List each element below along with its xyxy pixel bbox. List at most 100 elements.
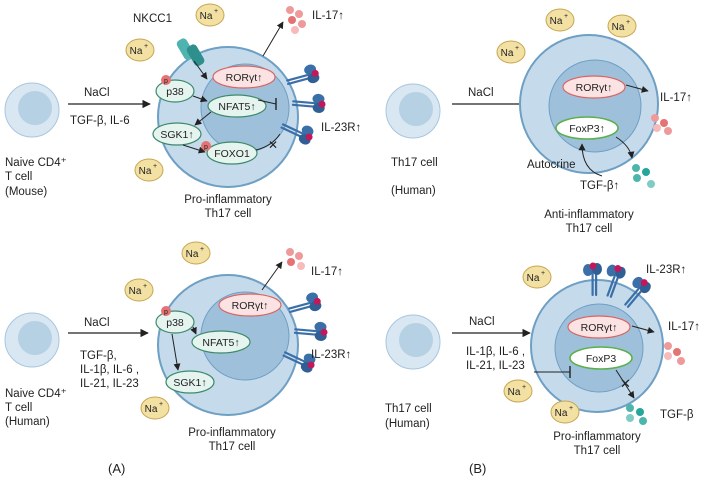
inhibition-x-icon: ✕ [620, 376, 631, 391]
rorgt-node: RORγt↑ [562, 75, 626, 99]
svg-text:+: + [214, 8, 218, 15]
svg-text:+: + [144, 43, 148, 50]
sodium-ion-icon: Na + [522, 265, 552, 289]
svg-text:Na: Na [145, 404, 158, 415]
foxo1-node: FOXO1 p [201, 141, 258, 165]
stimuli-line1: TGF-β, [80, 350, 117, 362]
svg-text:p: p [164, 309, 168, 316]
svg-text:Na: Na [527, 273, 540, 284]
caption-line2: Th17 cell [566, 223, 613, 235]
stimuli-line2: IL-1β, IL-6 , [80, 364, 139, 376]
source-label-line1: Th17 cell [391, 157, 438, 169]
quadrant-a-top: Naive CD4⁺ T cell (Mouse) NaCl TGF-β, IL… [4, 6, 361, 220]
il17-label: IL-17↑ [311, 266, 343, 278]
sodium-ion-icon: Na + [496, 40, 526, 64]
tgfb-secretion-icon [632, 164, 655, 188]
svg-text:Na: Na [550, 16, 563, 27]
sodium-ion-icon: Na + [550, 400, 580, 424]
rorgt-node: RORγt↑ [218, 293, 282, 317]
svg-text:p: p [204, 144, 208, 151]
svg-text:Na: Na [186, 249, 199, 260]
svg-text:SGK1↑: SGK1↑ [173, 377, 206, 389]
sodium-ion-icon: Na + [545, 8, 575, 32]
svg-text:p: p [164, 78, 168, 85]
svg-text:FoxP3: FoxP3 [586, 353, 617, 365]
svg-text:+: + [153, 163, 157, 170]
naive-cell-label-line3: (Mouse) [5, 186, 47, 198]
svg-text:FoxP3↑: FoxP3↑ [569, 123, 605, 135]
source-label-line1: Th17 cell [385, 403, 432, 415]
phospho-icon [161, 75, 171, 85]
p38-node: p38 p [155, 306, 195, 334]
svg-text:+: + [143, 283, 147, 290]
caption-line1: Pro-inflammatory [188, 427, 276, 439]
svg-text:Na: Na [555, 408, 568, 419]
caption-line2: Th17 cell [574, 445, 621, 457]
svg-text:+: + [200, 246, 204, 253]
svg-text:+: + [564, 13, 568, 20]
quadrant-b-bottom: Th17 cell (Human) NaCl IL-1β, IL-6 , IL-… [385, 261, 700, 457]
rorgt-node: RORγt↑ [567, 315, 631, 339]
sodium-ion-icon: Na + [195, 3, 225, 27]
naive-cell-label-line1: Naive CD4⁺ [5, 157, 67, 169]
th17-source-cell [385, 83, 441, 139]
il17-label: IL-17↑ [660, 92, 692, 104]
nkcc1-transporter-icon [176, 38, 205, 67]
caption-line2: Th17 cell [209, 441, 256, 453]
svg-text:RORγt↑: RORγt↑ [581, 322, 618, 334]
svg-text:Na: Na [130, 46, 143, 57]
nacl-label: NaCl [84, 87, 110, 99]
tgfb-label: TGF-β↑ [580, 180, 619, 192]
th17-anti-inflammatory-cell [519, 34, 659, 174]
inhibition-x-icon: ✕ [268, 138, 278, 152]
sodium-ion-icon: Na + [124, 278, 154, 302]
il23r-label: IL-23R↑ [321, 122, 361, 134]
svg-text:RORγt↑: RORγt↑ [226, 72, 263, 84]
il17-secretion-icon [286, 6, 306, 34]
stimuli-line1: IL-1β, IL-6 , [466, 346, 525, 358]
svg-text:+: + [626, 19, 630, 26]
p38-node: p38 p [155, 75, 195, 103]
svg-text:RORγt↑: RORγt↑ [232, 300, 269, 312]
quadrant-b-top: Th17 cell (Human) NaCl RORγt↑ FoxP3↑ Na … [385, 8, 692, 235]
svg-text:Na: Na [501, 48, 514, 59]
naive-cell-human [4, 312, 60, 368]
stimuli-line2: IL-21, IL-23 [466, 360, 525, 372]
quadrant-a-bottom: Naive CD4⁺ T cell (Human) NaCl TGF-β, IL… [4, 248, 351, 453]
sodium-ion-icon: Na + [181, 241, 211, 265]
th17-pro-inflammatory-cell [530, 279, 664, 413]
svg-text:RORγt↑: RORγt↑ [576, 82, 613, 94]
nacl-label: NaCl [468, 87, 494, 99]
panel-label-b: (B) [469, 461, 486, 476]
stimuli-line3: IL-21, IL-23 [80, 378, 139, 390]
sodium-ion-icon: Na + [607, 14, 637, 38]
il23r-label: IL-23R↑ [311, 349, 351, 361]
il23r-label: IL-23R↑ [646, 264, 686, 276]
caption-line1: Pro-inflammatory [184, 194, 272, 206]
sgk1-node: SGK1↑ [165, 370, 215, 394]
il17-secretion-icon [286, 248, 305, 270]
svg-text:Na: Na [200, 11, 213, 22]
svg-text:Na: Na [129, 286, 142, 297]
svg-text:Na: Na [139, 166, 152, 177]
svg-text:+: + [159, 401, 163, 408]
foxp3-node: FoxP3 [569, 346, 633, 370]
naive-cell-mouse [4, 82, 60, 138]
sodium-ion-icon: Na + [125, 38, 155, 62]
phospho-icon [161, 306, 171, 316]
naive-cell-label-line3: (Human) [5, 416, 50, 428]
nfat5-node: NFAT5↑ [207, 94, 267, 118]
stimuli-label: TGF-β, IL-6 [70, 115, 130, 127]
svg-text:+: + [541, 270, 545, 277]
tgfb-label: TGF-β [660, 409, 694, 421]
tgfb-secretion-icon [626, 404, 647, 425]
il17-label: IL-17↑ [312, 10, 344, 22]
foxp3-node: FoxP3↑ [555, 116, 619, 140]
sgk1-node: SGK1↑ [152, 122, 202, 146]
caption-line1: Pro-inflammatory [553, 431, 641, 443]
il17-label: IL-17↑ [668, 321, 700, 333]
il17-secretion-icon [651, 114, 672, 135]
nacl-label: NaCl [469, 316, 495, 328]
source-label-line2: (Human) [385, 418, 430, 430]
